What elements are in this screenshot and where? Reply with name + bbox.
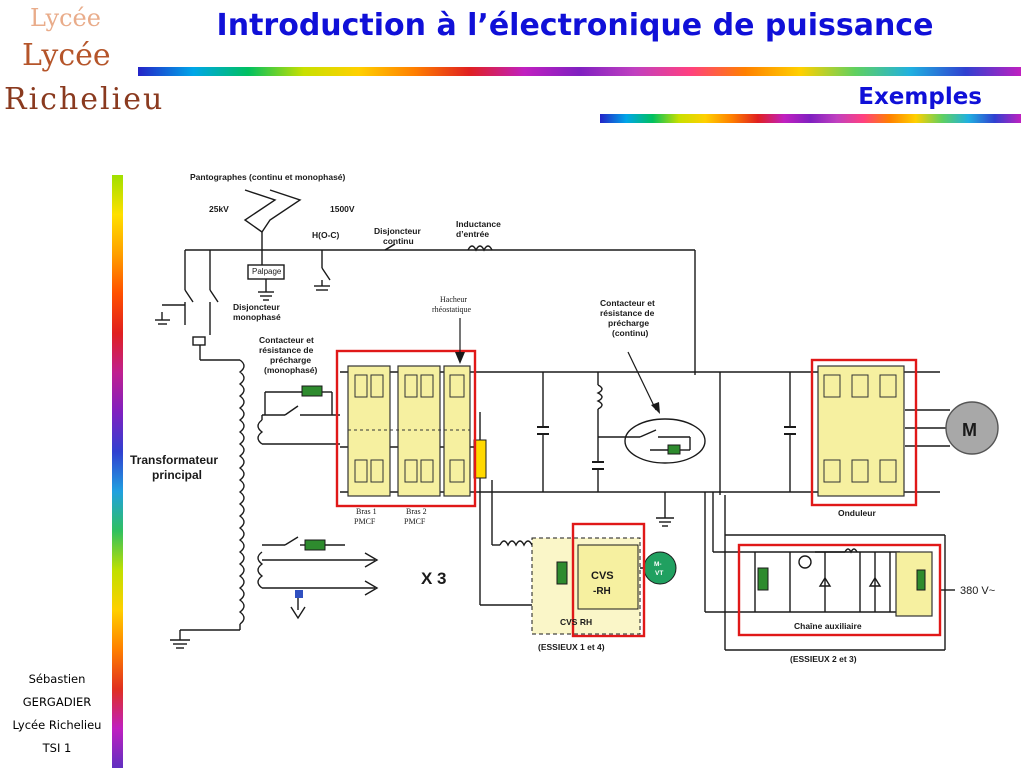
label-25kv: 25kV	[209, 204, 229, 214]
subtitle-rainbow-divider	[600, 114, 1021, 123]
label-cvs-2: -RH	[593, 586, 611, 597]
label-contacteur-continu-3: précharge	[608, 318, 649, 328]
label-transformateur-2: principal	[152, 468, 202, 482]
label-mvt-2: VT	[655, 570, 663, 577]
slide-title: Introduction à l’électronique de puissan…	[216, 8, 934, 43]
label-hoc: H(O-C)	[312, 230, 340, 240]
label-x3: X 3	[421, 569, 447, 588]
label-disj-continu-1: Disjoncteur	[374, 226, 421, 236]
label-onduleur: Onduleur	[838, 508, 876, 518]
label-chaine: Chaîne auxiliaire	[794, 621, 862, 631]
label-palpage: Palpage	[252, 267, 282, 276]
author-school: Lycée Richelieu	[12, 718, 102, 732]
label-hacheur-1: Hacheur	[440, 295, 467, 304]
label-pantographes: Pantographes (continu et monophasé)	[190, 172, 346, 182]
label-contacteur-mono-3: précharge	[270, 355, 311, 365]
logo-text-middle: Lycée	[22, 38, 111, 73]
label-mvt-1: M-	[654, 561, 662, 568]
label-transformateur-1: Transformateur	[130, 453, 218, 467]
author-class: TSI 1	[42, 741, 72, 755]
label-cvs-rh: CVS RH	[560, 617, 592, 627]
label-essieux14: (ESSIEUX 1 et 4)	[538, 642, 605, 652]
label-contacteur-continu-4: (continu)	[612, 328, 649, 338]
label-inductance-1: Inductance	[456, 219, 501, 229]
label-hacheur-2: rhéostatique	[432, 305, 472, 314]
author-block: Sébastien GERGADIER Lycée Richelieu TSI …	[0, 668, 114, 760]
label-380v: 380 V~	[960, 585, 995, 597]
label-bras2-1: Bras 2	[406, 507, 427, 516]
title-rainbow-divider	[138, 67, 1021, 76]
label-disj-continu-2: continu	[383, 236, 414, 246]
label-contacteur-mono-1: Contacteur et	[259, 335, 314, 345]
label-bras1-1: Bras 1	[356, 507, 377, 516]
logo-text-bottom: Richelieu	[4, 82, 165, 117]
circuit-diagram: Pantographes (continu et monophasé) 25kV…	[130, 172, 999, 664]
author-firstname: Sébastien	[28, 672, 86, 686]
label-disj-mono-2: monophasé	[233, 312, 281, 322]
label-motor: M	[962, 420, 977, 440]
label-contacteur-mono-4: (monophasé)	[264, 365, 318, 375]
label-1500v: 1500V	[330, 204, 355, 214]
logo-text-top: Lycée	[30, 4, 101, 32]
label-disj-mono-1: Disjoncteur	[233, 302, 280, 312]
label-essieux23: (ESSIEUX 2 et 3)	[790, 654, 857, 664]
vertical-rainbow-divider	[112, 175, 123, 768]
author-lastname: GERGADIER	[22, 695, 92, 709]
lycee-logo: Lycée Lycée Richelieu	[0, 0, 162, 180]
label-inductance-2: d’entrée	[456, 229, 489, 239]
label-bras2-2: PMCF	[404, 517, 426, 526]
label-contacteur-continu-2: résistance de	[600, 308, 655, 318]
label-contacteur-mono-2: résistance de	[259, 345, 314, 355]
label-cvs-1: CVS	[591, 570, 614, 582]
slide-subtitle: Exemples	[858, 84, 982, 110]
label-bras1-2: PMCF	[354, 517, 376, 526]
label-contacteur-continu-1: Contacteur et	[600, 298, 655, 308]
